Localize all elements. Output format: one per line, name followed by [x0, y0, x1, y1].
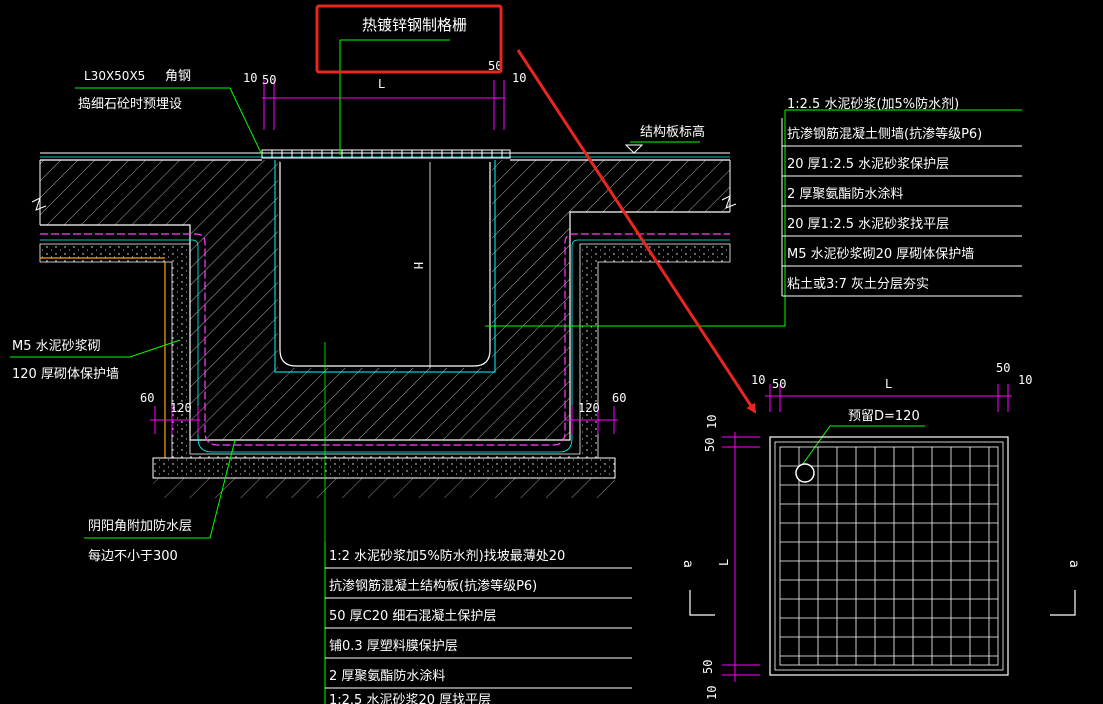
bottom-layer-rules [325, 567, 632, 689]
plan-view: 10 50 L 50 10 10 50 L 50 10 预留D=120 a a [680, 361, 1081, 700]
top-dimension [262, 80, 505, 130]
side-layer-item: 粘土或3:7 灰土分层夯实 [787, 277, 929, 292]
dim-120-right: 120 [578, 401, 600, 415]
grate-title: 热镀锌钢制格栅 [362, 16, 467, 34]
dim-L-top: L [378, 77, 385, 91]
bottom-layer-item: 1:2.5 水泥砂浆20 厚找平层 [329, 693, 491, 704]
section-view: 10 50 L 50 10 H 60 120 120 60 [31, 59, 737, 704]
plan-dim-10-bottom: 10 [705, 686, 719, 700]
dim-10-left: 10 [243, 71, 257, 85]
highlight-box [315, 4, 503, 74]
bottom-layer-list: 1:2 水泥砂浆加5%防水剂)找坡最薄处20 抗渗钢筋混凝土结构板(抗渗等级P6… [329, 548, 565, 704]
dim-120-left: 120 [170, 401, 192, 415]
side-layer-list: 1:2.5 水泥砂浆(加5%防水剂) 抗渗钢筋混凝土侧墙(抗渗等级P6) 20 … [787, 96, 982, 292]
brick-wall [39, 243, 731, 459]
side-layer-rules [781, 118, 1022, 297]
side-layer-item: 2 厚聚氨酯防水涂料 [787, 186, 903, 202]
pit-interior [279, 162, 491, 367]
section-mark-left: a [680, 560, 695, 568]
plan-dim-50-left: 50 [772, 377, 786, 391]
angle-name: 角钢 [165, 69, 191, 84]
bottom-layer-item: 1:2 水泥砂浆加5%防水剂)找坡最薄处20 [329, 548, 565, 564]
dim-10-right: 10 [512, 71, 526, 85]
dim-60-left: 60 [140, 391, 154, 405]
plan-dim-10-left: 10 [751, 373, 765, 387]
side-layer-item: 20 厚1:2.5 水泥砂浆找平层 [787, 217, 949, 232]
corner-note-2: 每边不小于300 [88, 548, 178, 564]
corner-note-1: 阴阳角附加防水层 [88, 518, 192, 534]
dim-50-right: 50 [488, 59, 502, 73]
hole-label: 预留D=120 [848, 409, 920, 424]
side-layer-item: M5 水泥砂浆砌20 厚砌体保护墙 [787, 247, 974, 262]
angle-spec: L30X50X5 [84, 69, 145, 83]
dim-H: H [411, 262, 425, 269]
side-layer-item: 1:2.5 水泥砂浆(加5%防水剂) [787, 96, 959, 112]
reserved-hole-icon [795, 463, 815, 483]
bottom-layer-item: 2 厚聚氨酯防水涂料 [329, 668, 445, 684]
side-layer-item: 抗渗钢筋混凝土侧墙(抗渗等级P6) [787, 126, 982, 142]
plan-dim-10-right: 10 [1018, 373, 1032, 387]
dim-60-right: 60 [612, 391, 626, 405]
plan-dim-50-right: 50 [996, 361, 1010, 375]
plan-dim-L: L [885, 377, 892, 391]
angle-note: 捣细石砼时预埋设 [78, 96, 182, 112]
dim-50-left: 50 [262, 73, 276, 87]
wall-label-1: M5 水泥砂浆砌 [12, 339, 101, 354]
plan-dim-50-top: 50 [703, 438, 717, 452]
grate-section [261, 149, 511, 159]
plan-dim-10-top: 10 [705, 415, 719, 429]
bottom-layer-item: 铺0.3 厚塑料膜保护层 [329, 639, 458, 654]
section-mark-right: a [1066, 560, 1081, 568]
bottom-layer-item: 50 厚C20 细石混凝土保护层 [329, 608, 496, 624]
bottom-layer-item: 抗渗钢筋混凝土结构板(抗渗等级P6) [329, 578, 537, 594]
side-layer-item: 20 厚1:2.5 水泥砂浆保护层 [787, 157, 949, 172]
red-arrow-icon [516, 49, 757, 414]
plan-dim-50-bottom: 50 [701, 660, 715, 674]
plan-dim-L-vertical: L [717, 559, 731, 566]
slab-outline [40, 159, 730, 441]
wall-label-2: 120 厚砌体保护墙 [12, 367, 119, 382]
structural-level: 结构板标高 [640, 124, 705, 140]
leaders [10, 39, 1022, 704]
waterproof-membrane [40, 233, 730, 446]
grate-grid-icon [780, 447, 998, 665]
